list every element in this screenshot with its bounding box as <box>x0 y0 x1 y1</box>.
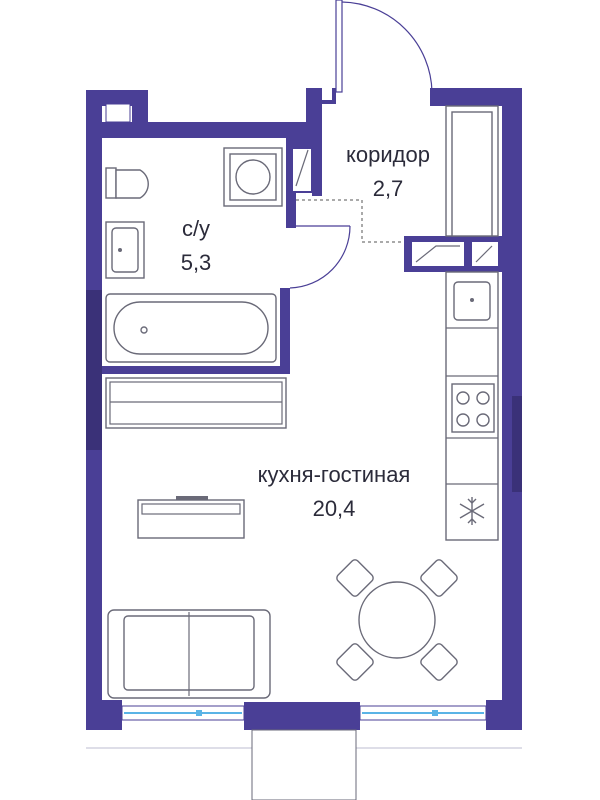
left-wall-notch <box>86 290 102 450</box>
bathroom-door <box>289 225 351 289</box>
outer-walls <box>86 88 522 730</box>
bathroom-walls <box>102 138 322 374</box>
living-area: 20,4 <box>313 496 356 521</box>
fridge-snowflake-icon <box>459 497 485 525</box>
shaft <box>404 236 502 272</box>
corridor-area: 2,7 <box>373 176 404 201</box>
tv-stand <box>137 496 245 539</box>
cooktop <box>451 383 495 433</box>
windows <box>121 705 487 721</box>
shelf <box>105 377 287 429</box>
washing-machine <box>223 147 283 207</box>
bathroom-sink <box>105 221 145 279</box>
zone-boundary <box>296 199 404 243</box>
living-name: кухня-гостиная <box>258 462 411 487</box>
kitchen-sink <box>453 281 491 321</box>
corridor-name: коридор <box>346 142 430 167</box>
dining-set <box>336 559 458 681</box>
sofa <box>107 609 271 699</box>
balcony <box>86 729 522 800</box>
bathtub <box>105 293 277 363</box>
right-wall-notch <box>512 396 522 492</box>
toilet <box>105 167 149 199</box>
bathroom-name: с/у <box>182 216 210 241</box>
wardrobe <box>445 105 499 237</box>
entrance-door <box>335 0 433 93</box>
bathroom-area: 5,3 <box>181 250 212 275</box>
